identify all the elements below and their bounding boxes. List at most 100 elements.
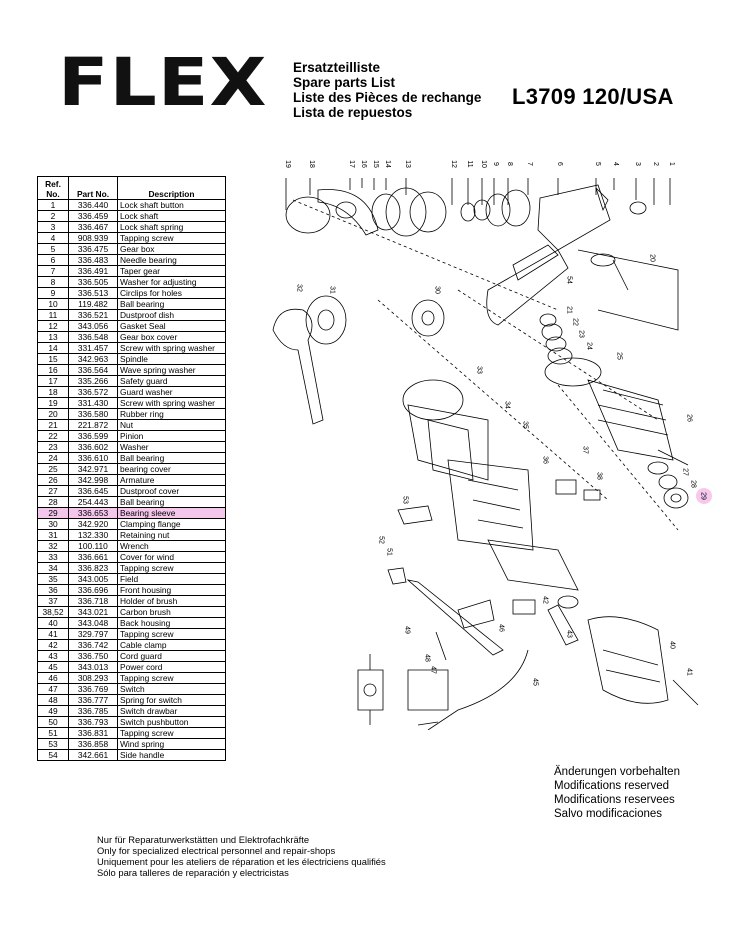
ref-cell: 21 <box>37 419 69 431</box>
callout-label: 17 <box>348 160 355 168</box>
description-cell: Rubber ring <box>117 408 226 420</box>
part-no-cell: 336.610 <box>68 452 118 464</box>
part-no-cell: 132.330 <box>68 529 118 541</box>
ref-cell: 37 <box>37 595 69 607</box>
part-no-cell: 343.013 <box>68 661 118 673</box>
part-no-cell: 336.858 <box>68 738 118 750</box>
part-no-cell: 336.785 <box>68 705 118 717</box>
description-cell: Lock shaft <box>117 210 226 222</box>
description-cell: Cable clamp <box>117 639 226 651</box>
part-no-cell: 342.971 <box>68 463 118 475</box>
callout-label: 1 <box>668 162 675 166</box>
callout-label: 13 <box>404 160 411 168</box>
callout-label: 48 <box>424 654 431 662</box>
ref-cell: 7 <box>37 265 69 277</box>
ref-cell: 46 <box>37 672 69 684</box>
callout-label: 23 <box>578 330 585 338</box>
description-cell: Lock shaft button <box>117 199 226 211</box>
callout-label: 31 <box>329 286 336 294</box>
part-no-cell: 336.769 <box>68 683 118 695</box>
description-cell: Ball bearing <box>117 496 226 508</box>
ref-cell: 54 <box>37 749 69 761</box>
ref-cell: 15 <box>37 353 69 365</box>
footer-line-german: Nur für Reparaturwerkstätten und Elektro… <box>97 834 310 845</box>
description-cell: Power cord <box>117 661 226 673</box>
description-cell: Holder of brush <box>117 595 226 607</box>
part-no-cell: 336.602 <box>68 441 118 453</box>
ref-cell: 24 <box>37 452 69 464</box>
part-no-cell: 336.750 <box>68 650 118 662</box>
callout-label: 24 <box>586 342 593 350</box>
part-no-header: Part No. <box>68 176 118 200</box>
ref-header-line1: Ref. <box>45 179 61 189</box>
ref-cell: 30 <box>37 518 69 530</box>
part-no-cell: 336.505 <box>68 276 118 288</box>
part-no-cell: 336.459 <box>68 210 118 222</box>
callout-label: 53 <box>402 496 409 504</box>
part-no-cell: 221.872 <box>68 419 118 431</box>
callout-label: 45 <box>532 678 539 686</box>
part-no-cell: 908.939 <box>68 232 118 244</box>
ref-cell: 13 <box>37 331 69 343</box>
description-cell: Field <box>117 573 226 585</box>
part-no-cell: 343.021 <box>68 606 118 618</box>
ref-cell: 45 <box>37 661 69 673</box>
part-no-cell: 331.430 <box>68 397 118 409</box>
description-cell: Needle bearing <box>117 254 226 266</box>
callout-label: 6 <box>556 162 563 166</box>
ref-cell: 1 <box>37 199 69 211</box>
callout-label: 8 <box>506 162 513 166</box>
callout-label: 2 <box>652 162 659 166</box>
callout-label: 25 <box>616 352 623 360</box>
part-no-cell: 308.293 <box>68 672 118 684</box>
part-no-cell: 336.483 <box>68 254 118 266</box>
part-no-cell: 336.645 <box>68 485 118 497</box>
callout-label: 7 <box>526 162 533 166</box>
ref-cell: 36 <box>37 584 69 596</box>
description-cell: Tapping screw <box>117 628 226 640</box>
description-cell: Switch <box>117 683 226 695</box>
callout-label: 10 <box>480 160 487 168</box>
ref-cell: 23 <box>37 441 69 453</box>
description-cell: Cord guard <box>117 650 226 662</box>
ref-cell: 18 <box>37 386 69 398</box>
part-no-cell: 336.467 <box>68 221 118 233</box>
description-cell: Tapping screw <box>117 562 226 574</box>
description-cell: Cover for wind <box>117 551 226 563</box>
part-no-cell: 336.696 <box>68 584 118 596</box>
ref-cell: 27 <box>37 485 69 497</box>
callout-label: 38 <box>596 472 603 480</box>
callout-label: 35 <box>522 421 529 429</box>
part-no-cell: 336.661 <box>68 551 118 563</box>
description-cell: Bearing sleeve <box>117 507 226 519</box>
part-no-cell: 336.521 <box>68 309 118 321</box>
ref-cell: 48 <box>37 694 69 706</box>
part-no-cell: 336.831 <box>68 727 118 739</box>
description-cell: Gear box cover <box>117 331 226 343</box>
ref-cell: 2 <box>37 210 69 222</box>
ref-cell: 17 <box>37 375 69 387</box>
ref-cell: 25 <box>37 463 69 475</box>
description-cell: Retaining nut <box>117 529 226 541</box>
part-no-cell: 336.823 <box>68 562 118 574</box>
ref-cell: 31 <box>37 529 69 541</box>
ref-cell: 28 <box>37 496 69 508</box>
